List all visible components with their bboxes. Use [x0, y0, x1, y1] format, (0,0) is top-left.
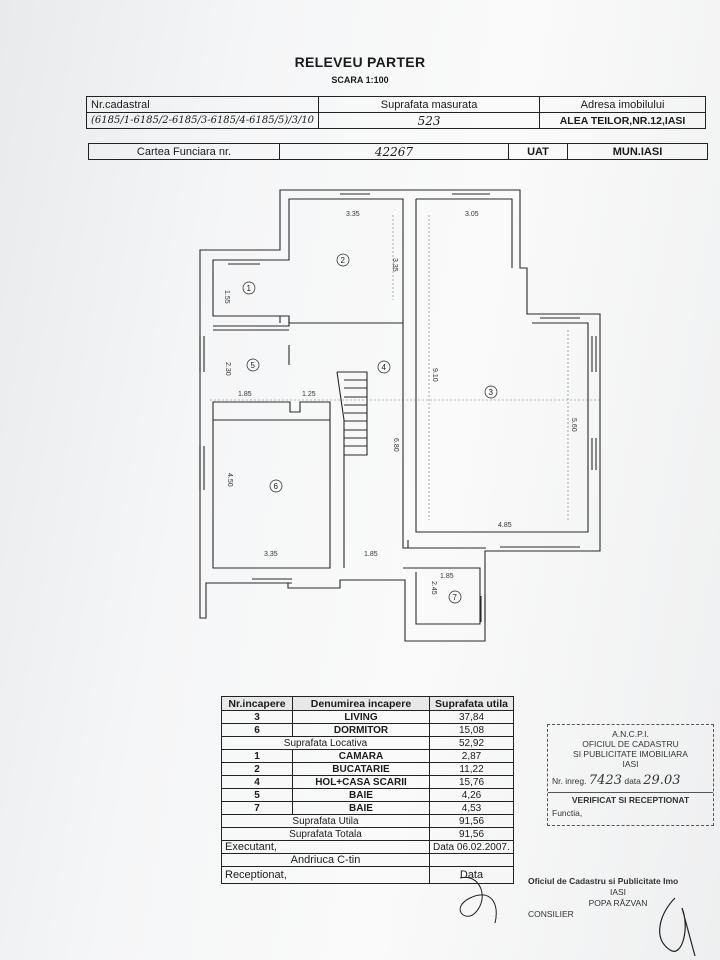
- rooms-table: Nr.incapere Denumirea incapere Suprafata…: [221, 696, 514, 884]
- official-stamp: Oficiul de Cadastru si Publicitate Imo I…: [528, 876, 679, 919]
- table-row: 1 CAMARA 2,87: [221, 749, 514, 763]
- nr-cadastral-value: (6185/1-6185/2-6185/3-6185/4-6185/5)/3/1…: [85, 112, 320, 129]
- receptionat-label: Receptionat,: [221, 866, 430, 884]
- document-title: RELEVEU PARTER: [294, 54, 426, 70]
- room-number: 6: [274, 482, 279, 491]
- dimension-label: 6.80: [392, 438, 399, 452]
- label-uat: UAT: [508, 143, 568, 160]
- window: [252, 578, 486, 622]
- col-suprafata: Suprafata utila: [429, 696, 514, 711]
- window: [199, 336, 205, 490]
- room-number: 5: [251, 361, 256, 370]
- dimension-label: 1.85: [238, 391, 252, 398]
- uat-value: MUN.IASI: [567, 143, 708, 160]
- outer-wall: [199, 189, 601, 642]
- executant-name: Andriuca C-tin: [221, 853, 430, 867]
- data2-label: Data: [429, 866, 514, 884]
- inner-wall: [212, 198, 404, 324]
- window: [540, 313, 597, 372]
- table-row: Receptionat, Data: [221, 866, 514, 884]
- table-row: Andriuca C-tin: [221, 853, 514, 867]
- handwritten-signature: [459, 876, 696, 957]
- dimension-label: 1.85: [440, 573, 454, 580]
- table-row: 5 BAIE 4,26: [221, 788, 514, 802]
- col-nr: Nr.incapere: [221, 696, 293, 711]
- table-row: 6 DORMITOR 15,08: [221, 723, 514, 737]
- dimension-label: 5.60: [570, 418, 577, 432]
- dimension-label: 1.25: [302, 391, 316, 398]
- table-row: Suprafata Utila 91,56: [221, 814, 514, 828]
- dimension-label: 4.85: [498, 522, 512, 529]
- window: [228, 259, 260, 265]
- table-row: Suprafata Locativa 52,92: [221, 736, 514, 750]
- room-number: 3: [489, 388, 494, 397]
- dimension-label: 3.35: [391, 258, 398, 272]
- staircase: [336, 371, 368, 456]
- suprafata-masurata-value: 523: [318, 112, 541, 129]
- label-adresa-imobilului: Adresa imobilului: [539, 96, 706, 113]
- dimension-label: 3.05: [465, 211, 479, 218]
- label-suprafata-masurata: Suprafata masurata: [318, 96, 541, 113]
- label-carte-funciara: Cartea Funciara nr.: [88, 143, 280, 160]
- window: [500, 438, 597, 552]
- room-number: 4: [382, 363, 387, 372]
- executant-label: Executant,: [221, 840, 430, 854]
- data-value: 06.02.2007.: [456, 841, 510, 853]
- window: [340, 189, 490, 195]
- carte-funciara-value: 42267: [279, 143, 509, 160]
- table-row: 4 HOL+CASA SCARII 15,76: [221, 775, 514, 789]
- adresa-value: ALEA TEILOR,NR.12,IASI: [539, 112, 706, 129]
- table-row: 7 BAIE 4,53: [221, 801, 514, 815]
- dimension-label: 2.45: [430, 581, 437, 595]
- table-row: 3 LIVING 37,84: [221, 710, 514, 724]
- cadastre-stamp: A.N.C.P.I. OFICIUL DE CADASTRU SI PUBLIC…: [547, 724, 714, 826]
- dimension-label: 9.10: [431, 368, 438, 382]
- dimension-label: 3.35: [264, 551, 278, 558]
- room-number: 1: [247, 284, 252, 293]
- room-number: 2: [341, 256, 346, 265]
- cadastral-table: Nr.cadastral Suprafata masurata Adresa i…: [85, 96, 706, 129]
- dimension-label: 1.85: [364, 551, 378, 558]
- table-row: 2 BUCATARIE 11,22: [221, 762, 514, 776]
- dimension-label: 1.55: [223, 290, 230, 304]
- dimension-label: 4.50: [226, 473, 233, 487]
- table-row: Executant, Data 06.02.2007.: [221, 840, 514, 854]
- col-denumire: Denumirea incapere: [292, 696, 430, 711]
- carte-funciara-table: Cartea Funciara nr. 42267 UAT MUN.IASI: [88, 143, 708, 160]
- dimension-label: 2.30: [224, 362, 231, 376]
- document-scale: SCARA 1:100: [331, 75, 389, 85]
- table-row: Suprafata Totala 91,56: [221, 827, 514, 841]
- room-number: 7: [453, 593, 458, 602]
- dimension-label: 3.35: [346, 211, 360, 218]
- data-label: Data: [433, 841, 455, 853]
